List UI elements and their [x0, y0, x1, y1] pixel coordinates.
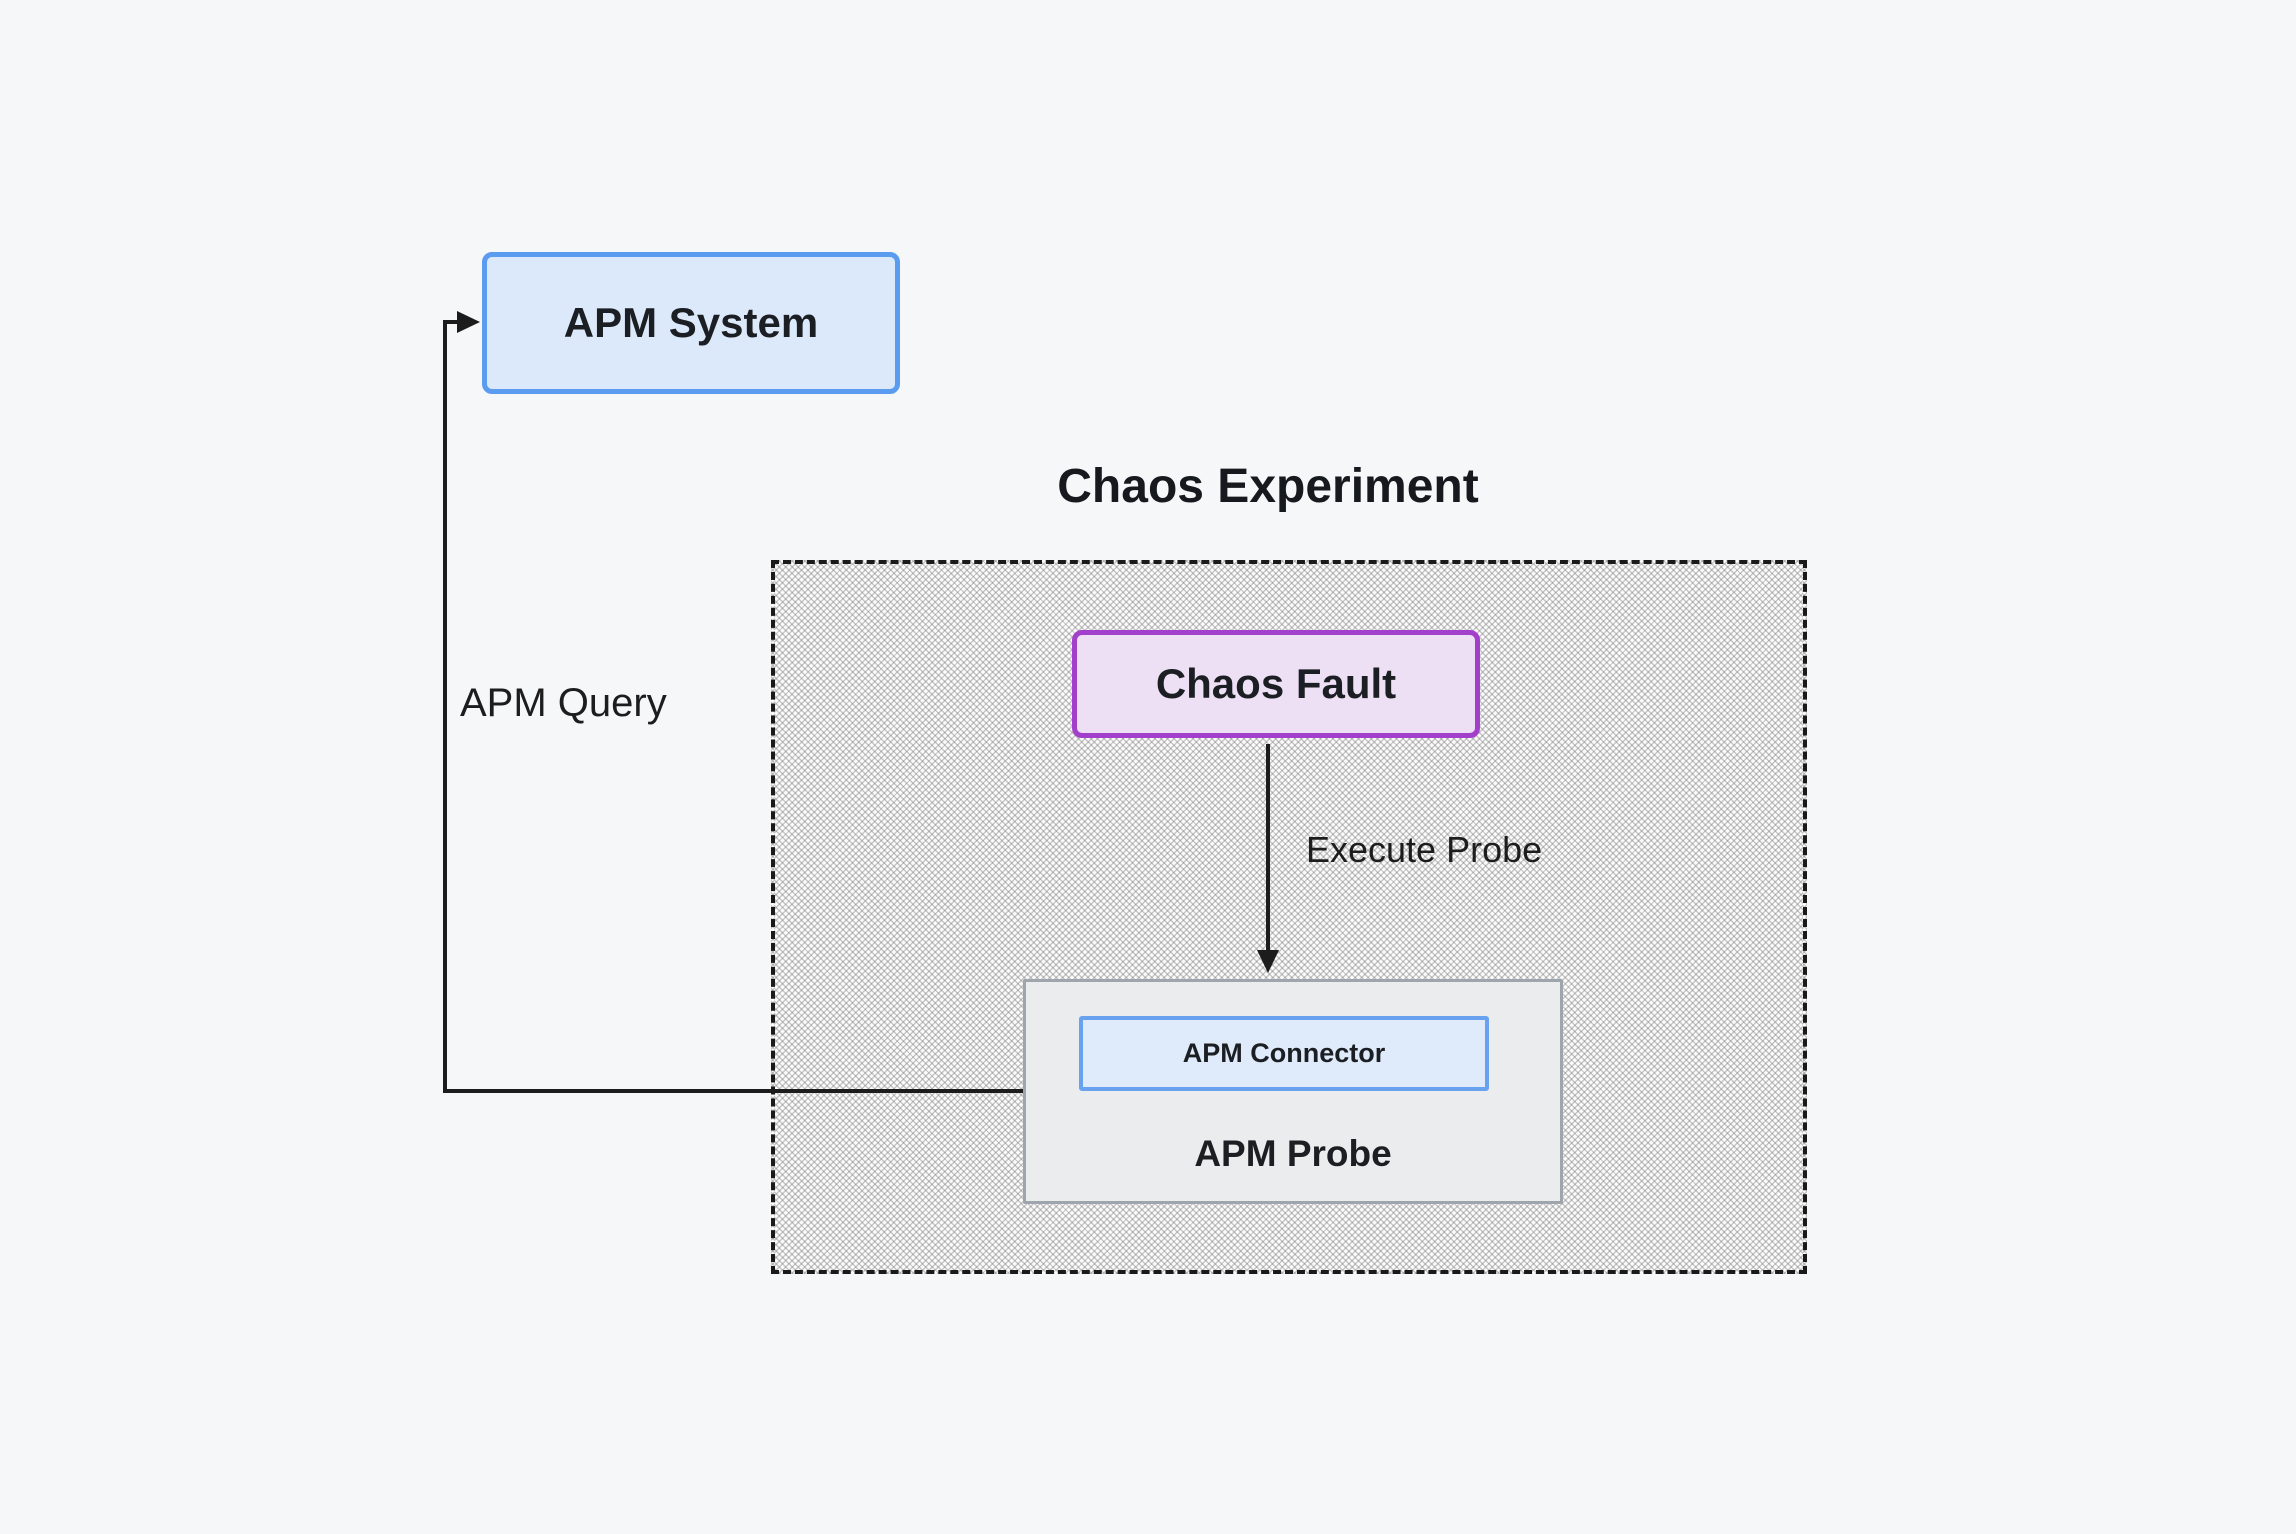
execute-probe-edge-line: [1266, 744, 1270, 952]
chaos-fault-label: Chaos Fault: [1155, 660, 1397, 707]
apm-query-edge-top-line: [443, 320, 461, 324]
chaos-fault-node: Chaos Fault: [1072, 630, 1480, 738]
execute-probe-arrowhead-icon: [1257, 950, 1279, 973]
apm-system-label: APM System: [563, 299, 819, 346]
apm-connector-label: APM Connector: [1182, 1038, 1386, 1068]
apm-query-edge-bottom-line: [443, 1089, 1025, 1093]
execute-probe-edge-label: Execute Probe: [1306, 829, 1543, 870]
chaos-experiment-title: Chaos Experiment: [1057, 460, 1479, 513]
apm-query-arrowhead-icon: [457, 311, 480, 333]
apm-query-edge-label: APM Query: [460, 681, 667, 725]
apm-system-node: APM System: [482, 252, 900, 394]
apm-probe-label: APM Probe: [1194, 1133, 1392, 1174]
apm-query-edge-vertical-line: [443, 320, 447, 1093]
apm-connector-node: APM Connector: [1079, 1016, 1489, 1091]
